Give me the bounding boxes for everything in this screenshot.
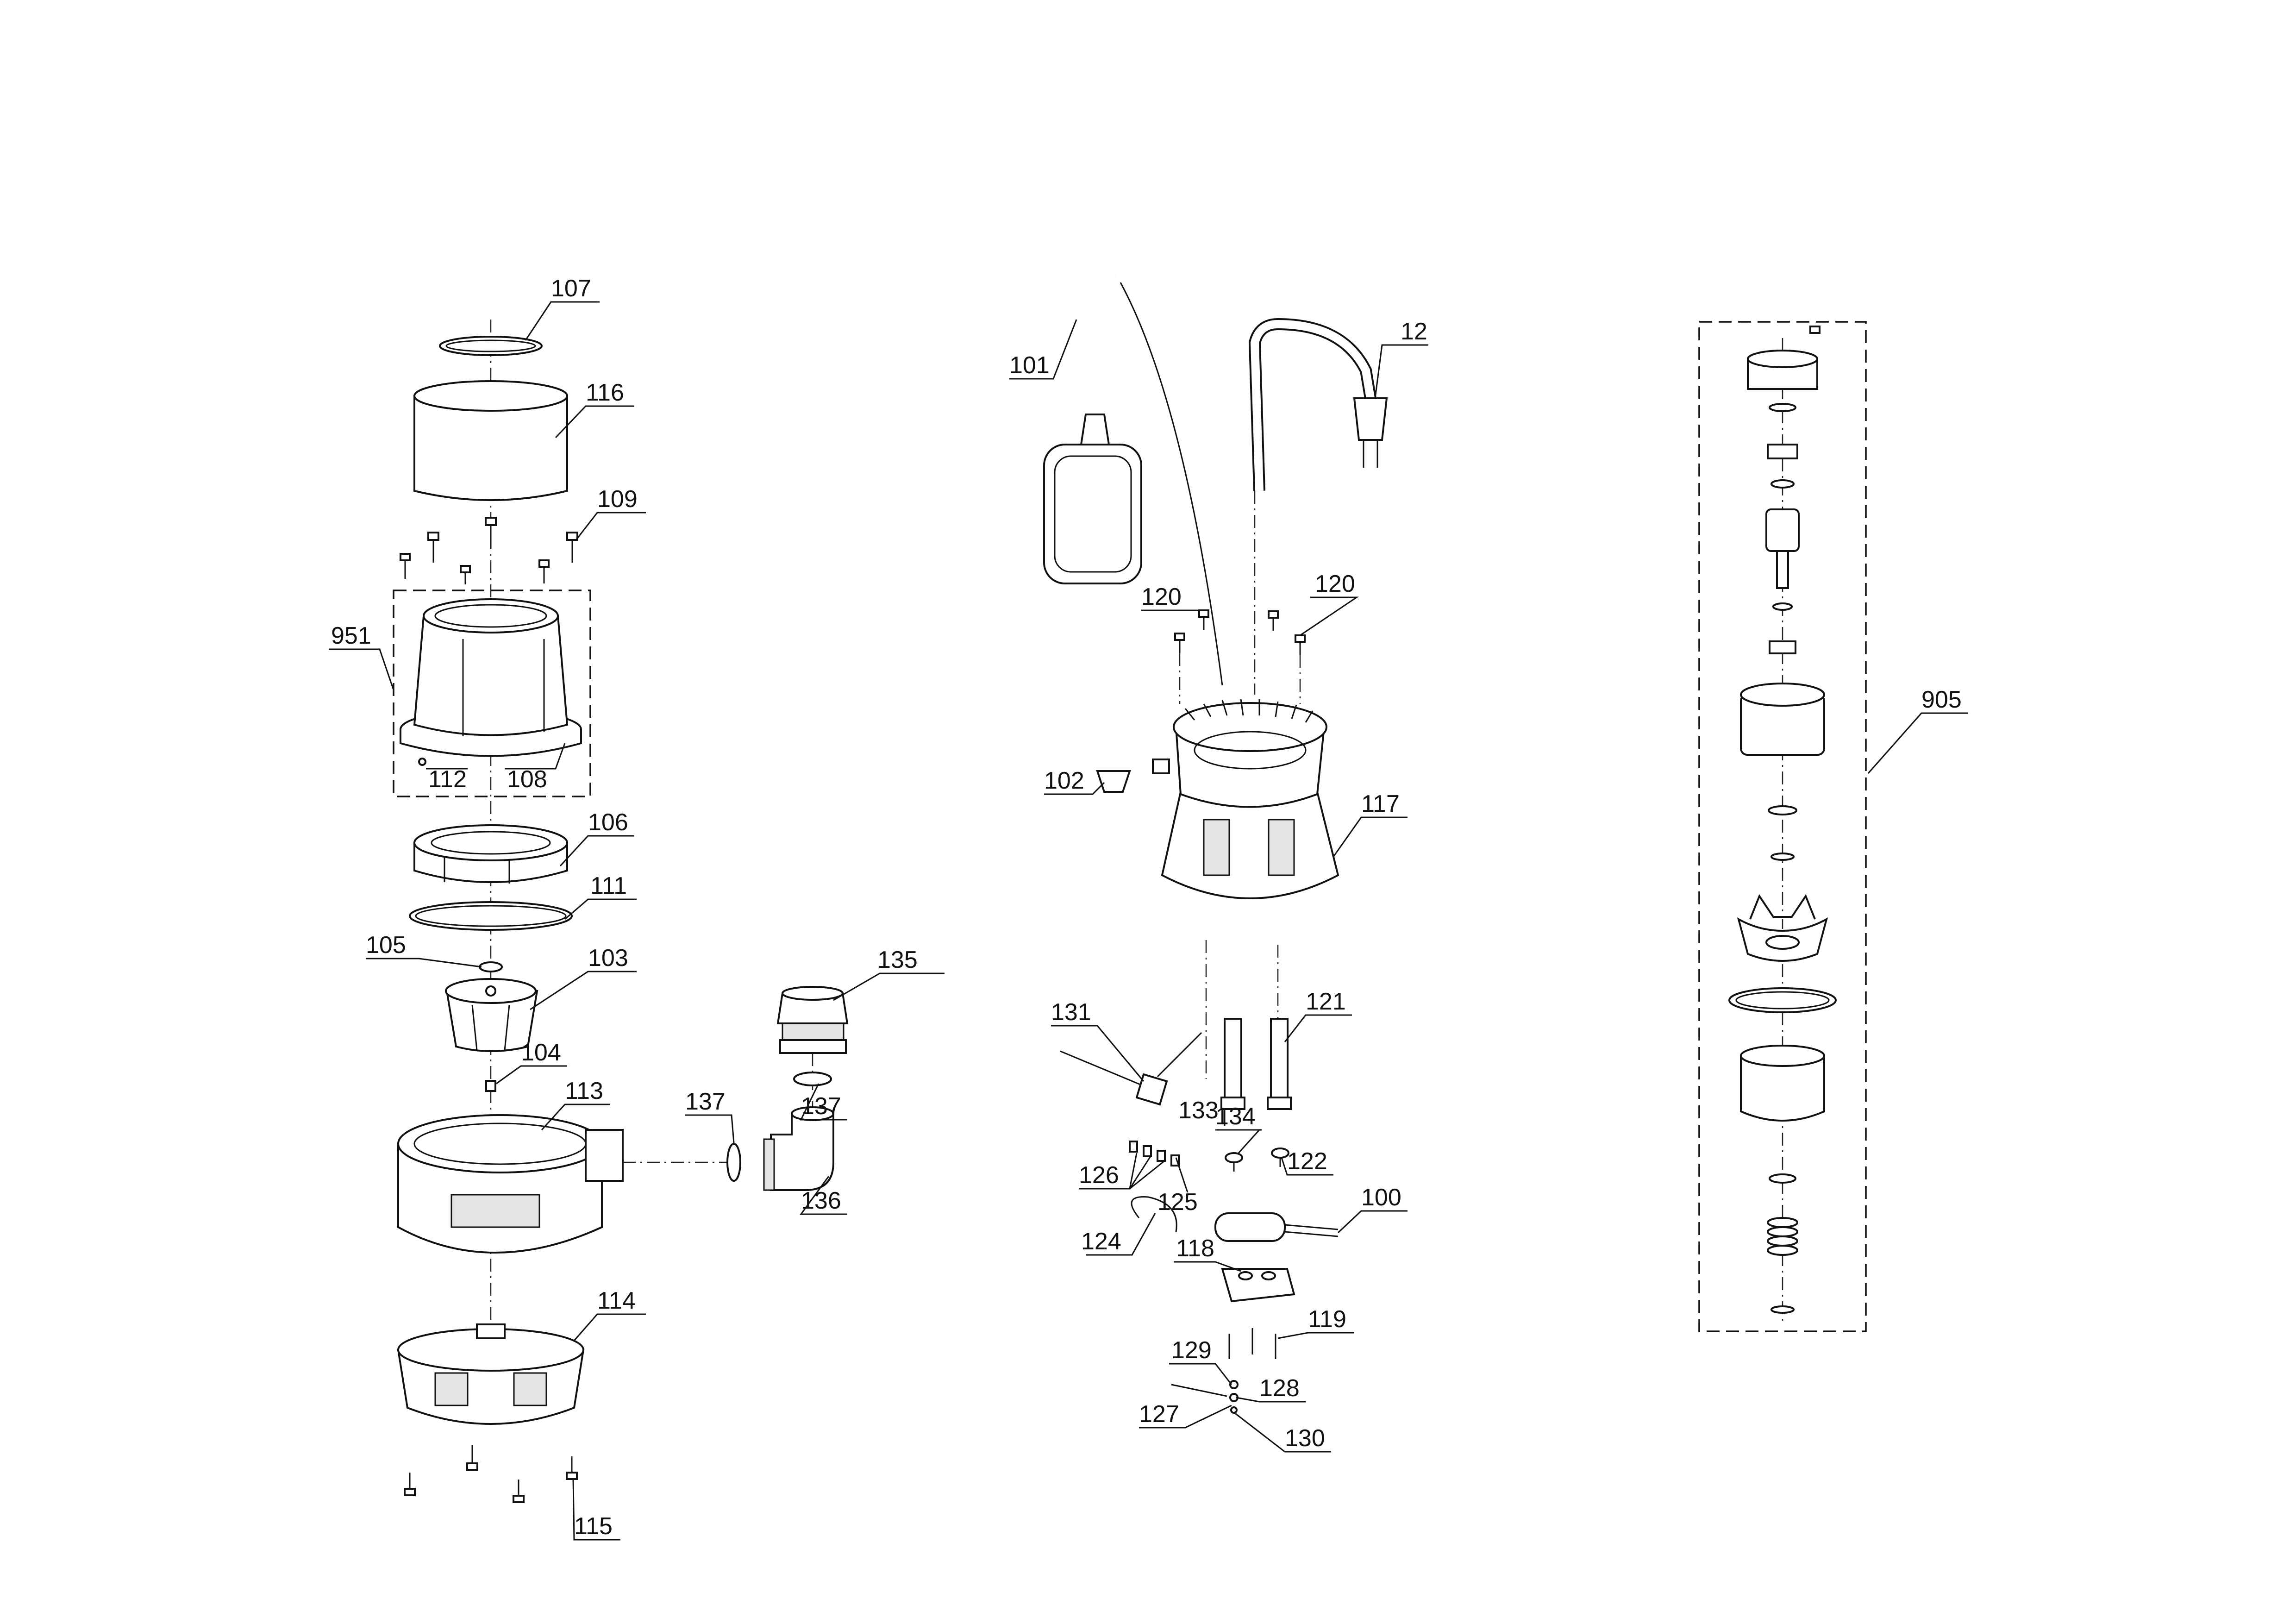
label-101: 101 (1009, 352, 1050, 379)
part-905-rotor-group (1728, 326, 1837, 1314)
label-105: 105 (366, 932, 406, 959)
label-131: 131 (1051, 999, 1091, 1026)
part-106-seal-carrier (413, 824, 568, 884)
label-127: 127 (1139, 1401, 1179, 1428)
group-951-box (393, 589, 591, 797)
label-129: 129 (1171, 1337, 1212, 1364)
part-137-seal-upper (793, 1072, 832, 1086)
label-107: 107 (551, 275, 591, 302)
label-119: 119 (1308, 1306, 1346, 1333)
part-119-screws (1228, 1328, 1276, 1359)
part-131-lead (1060, 1032, 1202, 1106)
label-128: 128 (1259, 1375, 1300, 1402)
label-117: 117 (1361, 790, 1400, 817)
part-labels: 107 116 109 951 112 108 106 111 105 103 … (331, 275, 1962, 1540)
label-134: 134 (1215, 1103, 1256, 1130)
leader-lines (329, 301, 1968, 1541)
label-137-right: 137 (801, 1093, 841, 1120)
part-122-nut (1271, 1147, 1289, 1167)
part-133-sleeve (1220, 1018, 1245, 1110)
label-135: 135 (877, 947, 918, 973)
part-102-cable-clip (1096, 759, 1170, 793)
part-112-small-ring (418, 758, 426, 766)
label-102: 102 (1044, 767, 1084, 794)
part-103-impeller (445, 978, 538, 1052)
label-136: 136 (801, 1187, 841, 1214)
part-104-key (485, 1080, 496, 1092)
label-111: 111 (590, 872, 627, 899)
part-117-top-cover (1161, 699, 1339, 899)
part-101-float-switch (1043, 265, 1142, 584)
part-108-motor-housing (400, 598, 582, 757)
part-127-ground-lead (1171, 1380, 1239, 1414)
label-124: 124 (1081, 1228, 1121, 1255)
part-111-o-ring (409, 901, 573, 931)
label-137-left: 137 (685, 1088, 726, 1115)
label-116: 116 (586, 379, 624, 406)
part-114-base (397, 1323, 585, 1425)
label-133: 133 (1178, 1097, 1219, 1124)
part-124-cable-tie (1131, 1196, 1177, 1232)
part-118-terminal-block (1221, 1268, 1295, 1303)
part-105-nut (479, 961, 503, 972)
label-109: 109 (597, 486, 638, 513)
label-106: 106 (588, 809, 628, 836)
part-12-power-cord (1248, 318, 1388, 491)
label-125: 125 (1157, 1189, 1198, 1216)
part-109-screws (400, 517, 578, 584)
label-112: 112 (428, 766, 467, 793)
label-120-left: 120 (1141, 583, 1182, 610)
label-108: 108 (507, 766, 547, 793)
label-113: 113 (565, 1078, 603, 1104)
label-951: 951 (331, 622, 371, 649)
part-137-seal-left (726, 1143, 741, 1182)
part-121-sleeve (1267, 1018, 1292, 1110)
label-122: 122 (1287, 1148, 1327, 1175)
label-120-right: 120 (1315, 571, 1355, 597)
part-120-screws (1174, 609, 1306, 655)
label-130: 130 (1285, 1425, 1325, 1452)
label-114: 114 (597, 1287, 636, 1314)
label-12: 12 (1401, 318, 1427, 345)
label-104: 104 (521, 1039, 561, 1066)
part-116-cover (413, 380, 568, 501)
label-118: 118 (1176, 1235, 1214, 1262)
label-100: 100 (1361, 1184, 1401, 1211)
label-905: 905 (1921, 686, 1962, 713)
part-115-screws (404, 1445, 578, 1503)
float-switch-cable (1120, 282, 1223, 686)
part-135-hose-connector (776, 986, 849, 1054)
label-115: 115 (574, 1513, 613, 1540)
part-100-capacitor (1214, 1212, 1339, 1242)
label-103: 103 (588, 945, 628, 972)
label-121: 121 (1306, 988, 1346, 1015)
part-134-nut (1225, 1152, 1243, 1172)
part-113-pump-housing (397, 1114, 624, 1254)
part-126-125-terminals (1129, 1141, 1180, 1166)
group-905-box (1698, 321, 1867, 1332)
label-126: 126 (1079, 1162, 1119, 1189)
